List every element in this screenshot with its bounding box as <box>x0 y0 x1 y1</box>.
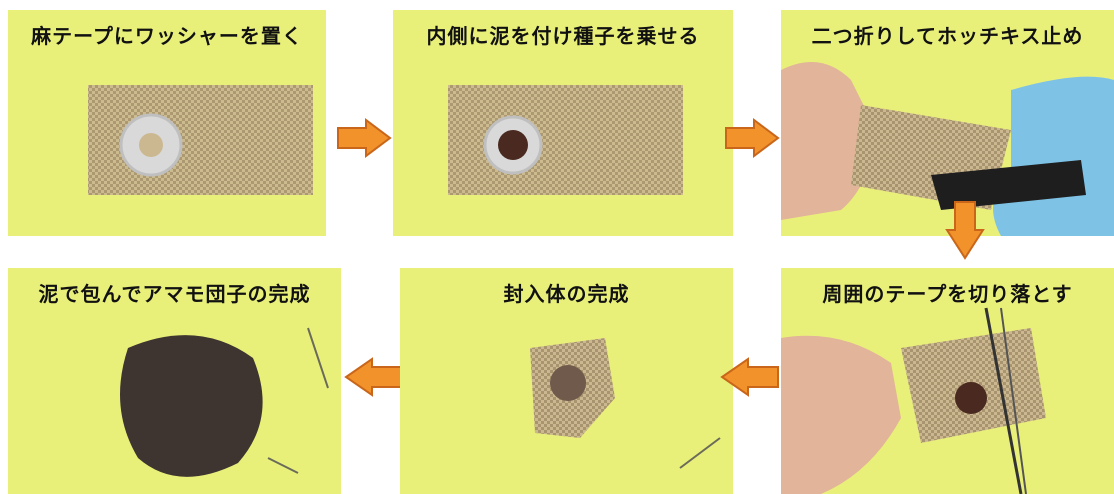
step-panel-5: 封入体の完成 <box>400 268 733 494</box>
trimming-tape-image <box>781 268 1114 494</box>
step-panel-2: 内側に泥を付け種子を乗せる <box>393 10 733 236</box>
step-panel-6: 周囲のテープを切り落とす <box>781 268 1114 494</box>
arrow-right-icon <box>724 118 780 158</box>
arrow-left-icon <box>718 357 780 397</box>
burlap-with-washer-image <box>8 10 326 236</box>
step-panel-4: 泥で包んでアマモ団子の完成 <box>8 268 341 494</box>
step-panel-1: 麻テープにワッシャーを置く <box>8 10 326 236</box>
enclosed-seed-packet-image <box>400 268 733 494</box>
arrow-down-icon <box>945 200 985 260</box>
mud-dumpling-image <box>8 268 341 494</box>
burlap-with-mud-seed-image <box>393 10 733 236</box>
arrow-right-icon <box>336 118 392 158</box>
arrow-left-icon <box>342 357 404 397</box>
